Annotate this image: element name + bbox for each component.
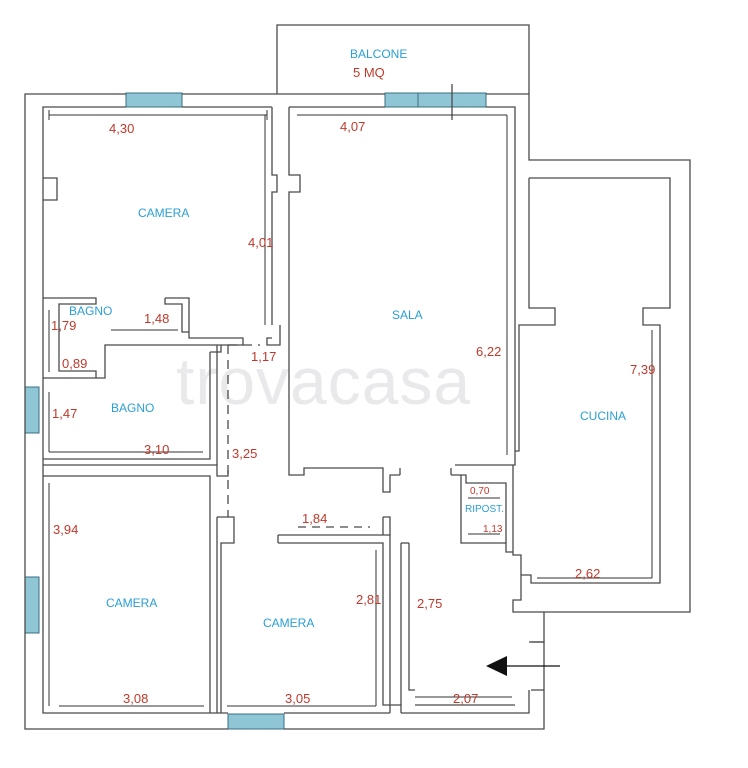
window-bath	[24, 386, 40, 434]
dim-ripostiglio-height: 1,13	[483, 524, 503, 535]
interior-wall	[288, 107, 400, 493]
outer-wall	[284, 689, 545, 730]
kitchen-wall	[512, 177, 671, 613]
dim-entry-height: 2,75	[417, 596, 442, 611]
dim-bedroom-top-width: 4,30	[109, 121, 134, 136]
balcony-area: 5 MQ	[353, 65, 385, 80]
watermark: trovacasa	[176, 344, 471, 418]
outer-wall	[486, 93, 691, 643]
outer-wall	[24, 93, 228, 730]
bath-wall	[210, 345, 222, 353]
entrance-arrow-icon	[486, 656, 560, 676]
interior-wall	[271, 107, 278, 325]
kitchen-wall	[512, 465, 522, 575]
room-labels: BALCONE 5 MQ CAMERA BAGNO BAGNO SALA CUC…	[69, 47, 626, 630]
dim-bath-small-width: 1,48	[144, 311, 169, 326]
window-bedroom-left	[24, 576, 40, 634]
bedroom-wall	[383, 516, 391, 535]
dim-hall-height: 3,25	[232, 446, 257, 461]
dim-bath-small-width-2: 0,89	[62, 356, 87, 371]
dim-sala-height: 6,22	[476, 344, 501, 359]
room-label-bedroom-mid: CAMERA	[263, 616, 314, 630]
dim-sala-width: 4,07	[340, 119, 365, 134]
bath-wall	[43, 352, 211, 460]
dim-bedroom-left-height: 3,94	[53, 522, 78, 537]
dim-bedroom-top-height: 4,01	[248, 235, 273, 250]
room-label-cucina: CUCINA	[580, 409, 626, 423]
room-label-bedroom-top: CAMERA	[138, 206, 189, 220]
dim-bedroom-mid-height: 2,81	[356, 592, 381, 607]
interior-wall	[266, 325, 281, 346]
bedroom-wall	[217, 516, 235, 713]
bath-wall	[43, 297, 97, 379]
room-label-bath-small: BAGNO	[69, 304, 112, 318]
bath-wall	[96, 297, 244, 379]
dim-entry-width: 2,07	[453, 691, 478, 706]
dim-bath-mid-width: 3,10	[144, 442, 169, 457]
dim-cucina-height: 7,39	[630, 362, 655, 377]
bedroom-wall	[278, 542, 402, 713]
windows	[24, 92, 487, 730]
bath-wall	[164, 298, 189, 333]
dim-bedroom-mid-width: 3,05	[285, 691, 310, 706]
dim-ripostiglio-width: 0,70	[470, 486, 490, 497]
walls	[24, 24, 691, 730]
room-label-balcony: BALCONE	[350, 47, 407, 61]
balcony-wall	[276, 24, 530, 94]
dim-closet-width: 1,84	[302, 511, 327, 526]
window-bedroom-mid	[227, 713, 285, 730]
outer-wall-inner	[42, 106, 228, 714]
dim-bath-small-height: 1,79	[51, 318, 76, 333]
room-label-bedroom-left: CAMERA	[106, 596, 157, 610]
room-label-sala: SALA	[392, 308, 423, 322]
ripostiglio-wall	[451, 474, 507, 544]
outer-wall-inner	[455, 106, 516, 466]
dimension-labels: 4,30 4,01 4,07 6,22 1,79 1,48 0,89 1,17 …	[51, 119, 655, 706]
dim-hall-width: 1,17	[251, 349, 276, 364]
interior-wall	[43, 177, 58, 201]
room-label-bath-mid: BAGNO	[111, 401, 154, 415]
entry-wall	[529, 641, 545, 690]
kitchen-wall	[515, 178, 556, 452]
window-bedroom-top	[125, 92, 183, 108]
bedroom-wall	[43, 475, 211, 713]
entry-wall	[408, 543, 415, 691]
window-sala	[384, 92, 487, 108]
dim-bath-mid-height: 1,47	[52, 406, 77, 421]
dim-bedroom-left-width: 3,08	[123, 691, 148, 706]
bath-wall	[43, 464, 229, 477]
outer-wall-inner	[401, 690, 530, 714]
ripostiglio-wall	[505, 543, 513, 553]
room-label-ripostiglio: RIPOST.	[465, 504, 504, 515]
dim-cucina-width: 2,62	[575, 566, 600, 581]
dimension-lines	[48, 110, 653, 707]
